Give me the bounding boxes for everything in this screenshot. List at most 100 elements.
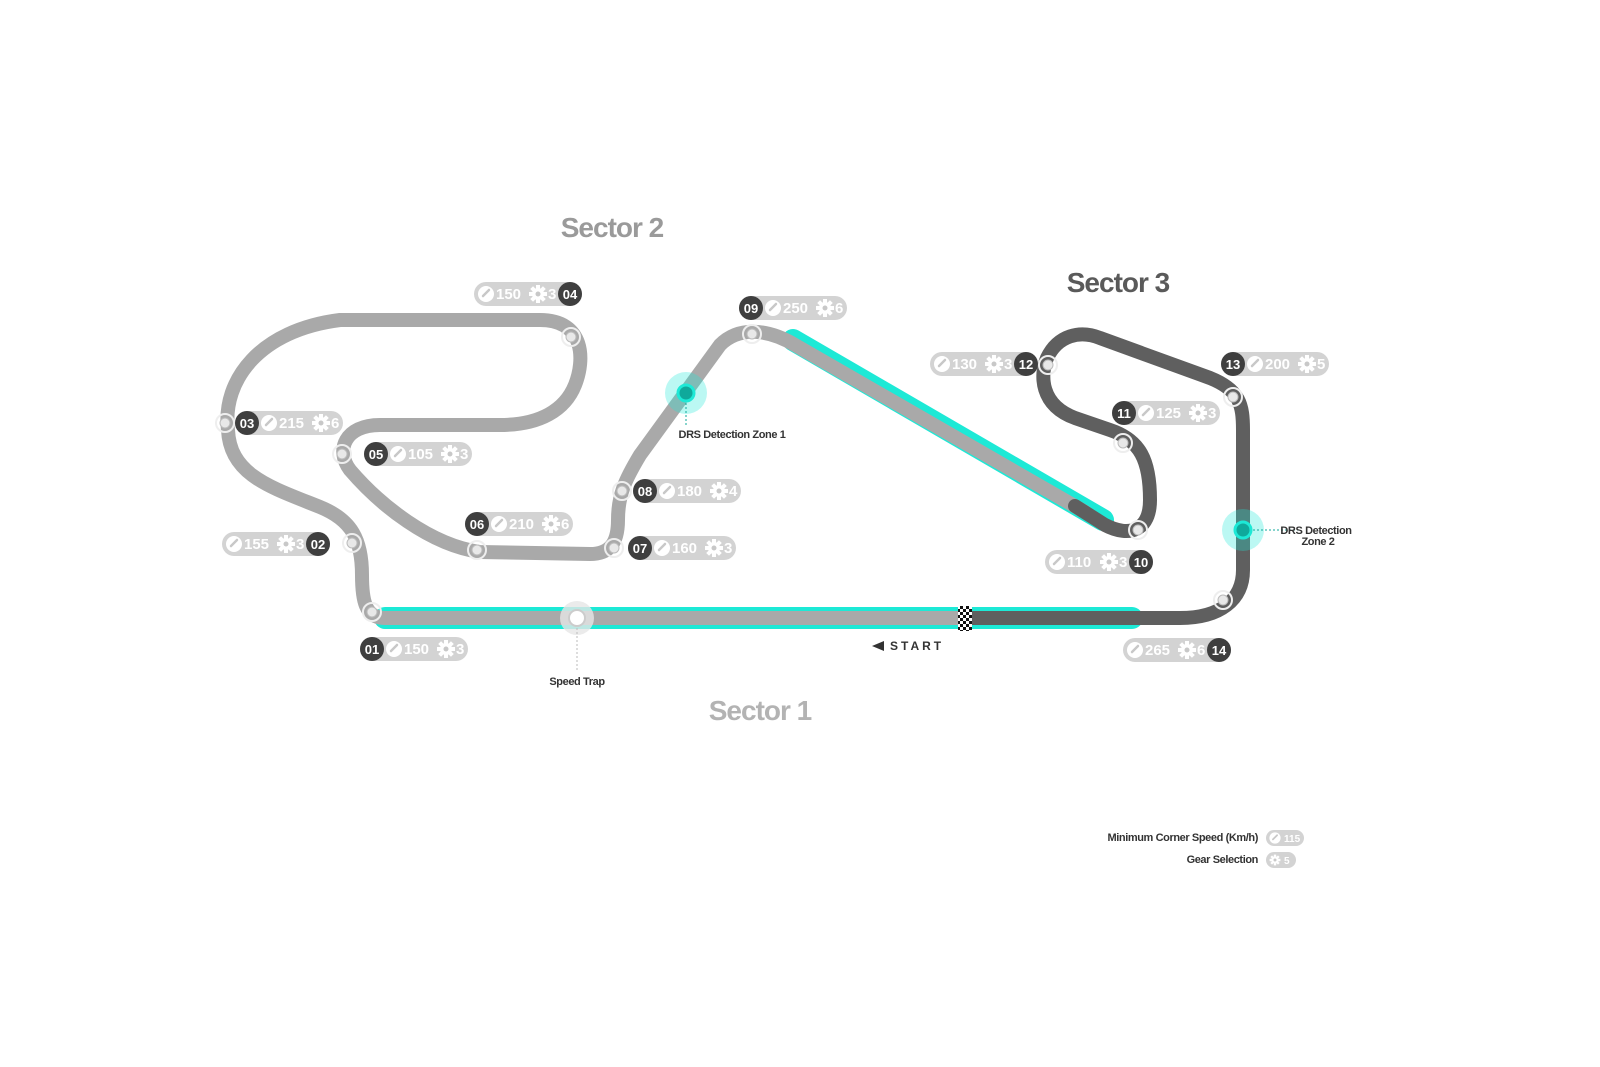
corner-gear: 3 [1119,554,1127,571]
corner-number-badge [1129,550,1153,574]
corner-number-badge [1112,401,1136,425]
corner-14-badge: 14 265 6 [1123,638,1231,662]
corner-gear: 3 [548,286,556,303]
gear-icon [441,445,459,463]
sector-1-label: Sector 1 [709,695,812,726]
corner-gear: 6 [1197,642,1205,659]
corner-number-badge [1207,638,1231,662]
gear-icon [529,285,547,303]
drs-detection-zone-2-label-line1: DRS Detection [1280,525,1352,537]
corner-13-marker [1223,387,1243,407]
corner-gear: 3 [460,446,468,463]
corner-gear: 5 [1317,356,1325,373]
corner-05-badge: 05 105 3 [364,442,472,466]
corner-04-marker [561,327,581,347]
corner-08-marker [612,481,632,501]
gear-icon [437,640,455,658]
corner-number: 09 [744,301,758,316]
gear-icon [542,515,560,533]
corner-number-badge [1221,352,1245,376]
corner-min-speed: 265 [1145,642,1170,659]
corner-number-badge [558,282,582,306]
drs-detection-zone-2-marker [1222,509,1300,551]
corner-min-speed: 180 [677,483,702,500]
corner-01-marker [362,602,382,622]
corner-number-badge [1014,352,1038,376]
corner-number-badge [628,536,652,560]
corner-gear: 3 [724,540,732,557]
speed-icon [384,639,404,659]
sector-3-label: Sector 3 [1067,267,1170,298]
corner-gear: 3 [1004,356,1012,373]
corner-number: 03 [240,416,254,431]
speed-icon [932,354,952,374]
drs-detection-zone-2-label-line2: Zone 2 [1301,536,1334,548]
corner-gear: 6 [835,300,843,317]
corner-min-speed: 130 [952,356,977,373]
corner-02-marker [342,533,362,553]
gear-icon [1189,404,1207,422]
speed-icon [1125,640,1145,660]
corner-min-speed: 210 [509,516,534,533]
corner-number: 07 [633,541,647,556]
corner-number: 14 [1212,643,1227,658]
corner-min-speed: 125 [1156,405,1181,422]
corner-number: 10 [1134,555,1148,570]
corner-number: 04 [563,287,578,302]
speed-trap-marker [560,601,594,672]
corner-number: 02 [311,537,325,552]
corner-min-speed: 250 [783,300,808,317]
speed-icon [224,534,244,554]
legend-min-speed-label: Minimum Corner Speed (Km/h) [1107,832,1258,844]
speed-icon [1047,552,1067,572]
speed-icon [1245,354,1265,374]
legend-gear-sample: 5 [1284,856,1290,867]
corner-number-badge [633,479,657,503]
corner-09-marker [742,324,762,344]
gear-icon [1298,355,1316,373]
sector-2-label: Sector 2 [561,212,664,243]
corner-min-speed: 215 [279,415,304,432]
corner-number: 11 [1117,406,1131,421]
drs-detection-zone-1-label: DRS Detection Zone 1 [679,429,786,441]
start-arrow-icon [872,641,884,651]
corner-min-speed: 150 [496,286,521,303]
corner-min-speed: 105 [408,446,433,463]
corner-13-badge: 13 200 5 [1221,352,1329,376]
corner-06-marker [467,540,487,560]
corner-min-speed: 110 [1067,554,1091,571]
speed-icon [657,481,677,501]
corner-08-badge: 08 180 4 [633,479,741,503]
corner-gear: 4 [729,483,738,500]
drs-detection-zone-1-marker [665,372,707,425]
gear-icon [1178,641,1196,659]
corner-gear: 6 [331,415,339,432]
legend-min-speed-sample: 115 [1284,834,1301,845]
corner-number: 06 [470,517,484,532]
corner-07-marker [604,538,624,558]
corner-min-speed: 155 [244,536,269,553]
gear-icon [277,535,295,553]
corner-number: 08 [638,484,652,499]
gear-icon [985,355,1003,373]
track-sector-3 [958,327,1250,625]
corner-number-badge [360,637,384,661]
corner-gear: 6 [561,516,569,533]
legend: Minimum Corner Speed (Km/h) 115 Gear Sel… [1107,830,1304,868]
corner-11-marker [1113,433,1133,453]
corner-number: 13 [1226,357,1240,372]
speed-icon [388,444,408,464]
corner-gear: 3 [1208,405,1216,422]
corner-min-speed: 200 [1265,356,1290,373]
speed-icon [476,284,496,304]
corner-number: 05 [369,447,383,462]
corner-number-badge [739,296,763,320]
speed-trap-label: Speed Trap [549,676,605,688]
speed-icon [489,514,509,534]
corner-09-badge: 09 250 6 [739,296,847,320]
